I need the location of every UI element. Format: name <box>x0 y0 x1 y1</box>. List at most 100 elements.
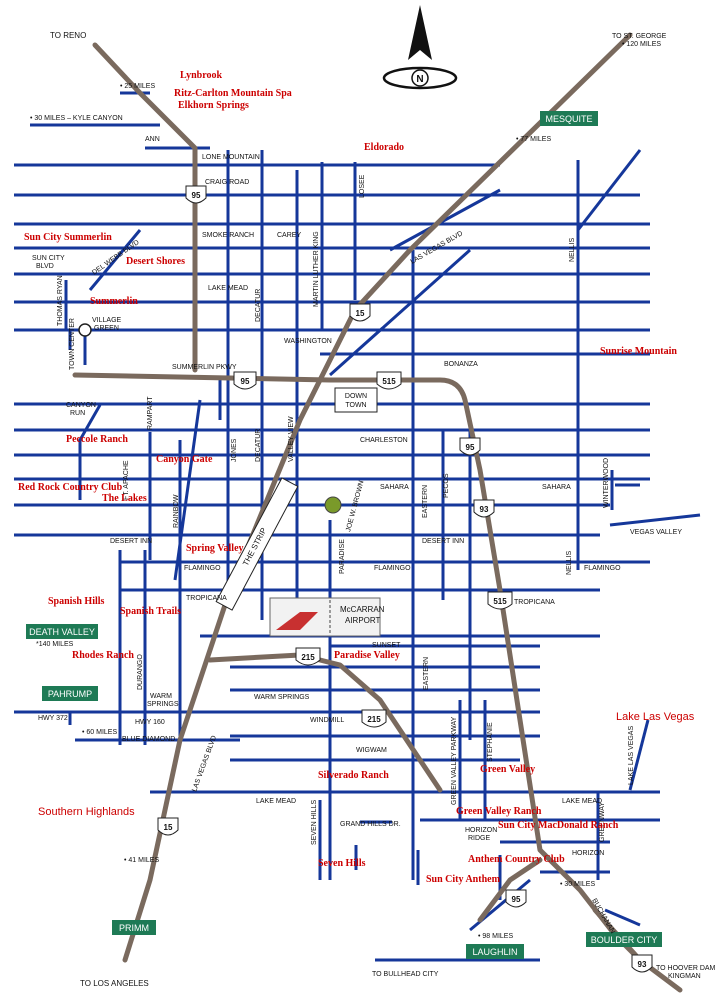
sign-pahrump: PAHRUMP <box>42 686 98 701</box>
label-wigwam: WIGWAM <box>356 747 387 754</box>
label-lv-blvd-s: LAS VEGAS BLVD <box>191 735 218 793</box>
hood-seven-hills: Seven Hills <box>318 858 366 869</box>
shield-15-north: 15 <box>349 303 371 322</box>
label-rainbow: RAINBOW <box>173 494 180 528</box>
hood-lake-las-vegas: Lake Las Vegas <box>616 711 695 723</box>
label-lake-mead-s: LAKE MEAD <box>256 798 296 805</box>
svg-text:15: 15 <box>356 309 365 318</box>
label-stephanie: STEPHANIE <box>487 722 494 762</box>
strip-box <box>215 477 299 611</box>
label-village-2: GREEN <box>94 325 119 332</box>
compass-center <box>411 69 429 87</box>
svg-text:BOULDER CITY: BOULDER CITY <box>591 935 658 945</box>
svg-text:MESQUITE: MESQUITE <box>545 114 592 124</box>
label-paradise: PARADISE <box>339 539 346 574</box>
label-ann: ANN <box>145 136 160 143</box>
shield-95-south: 95 <box>505 889 527 908</box>
label-losee: LOSEE <box>359 174 366 198</box>
svg-text:PAHRUMP: PAHRUMP <box>48 689 92 699</box>
label-bonanza: BONANZA <box>444 361 478 368</box>
mileage-60: • 60 MILES <box>82 729 117 736</box>
label-tropicana-e: TROPICANA <box>514 599 555 606</box>
street-canyon-run <box>78 404 102 500</box>
edge-reno: TO RENO <box>50 31 86 40</box>
hood-sunrise-mountain: Sunrise Mountain <box>600 346 677 357</box>
label-winterwood: WINTERWOOD <box>603 458 610 508</box>
svg-text:15: 15 <box>164 823 173 832</box>
label-warm-springs-1: WARM <box>150 693 172 700</box>
label-durango: DURANGO <box>137 654 144 690</box>
label-greenway: GREENWAY <box>599 802 606 842</box>
street-lv-blvd-n <box>329 248 471 377</box>
sign-primm: PRIMM <box>112 920 156 935</box>
label-canyon-2: RUN <box>70 410 85 417</box>
edge-st-george-1: TO ST. GEORGE <box>612 33 667 40</box>
shield-95-central: 95 <box>233 371 257 390</box>
hood-silverado: Silverado Ranch <box>318 770 389 781</box>
mileage-77: • 77 MILES <box>516 136 551 143</box>
hood-ritz: Ritz-Carlton Mountain Spa <box>174 88 292 99</box>
label-horizon-ridge-2: RIDGE <box>468 835 491 842</box>
highways <box>72 32 683 993</box>
label-lake-las-vegas-rd: LAKE LAS VEGAS <box>628 726 635 785</box>
label-pecos: PECOS <box>443 473 450 498</box>
destination-signs: MESQUITE DEATH VALLEY PAHRUMP PRIMM LAUG… <box>26 111 662 959</box>
village-green-marker <box>78 323 92 337</box>
label-sahara-e: SAHARA <box>542 484 571 491</box>
svg-text:PRIMM: PRIMM <box>119 923 149 933</box>
shield-515-north: 515 <box>376 371 402 390</box>
label-eastern-s: EASTERN <box>423 657 430 690</box>
street-rampart-diag <box>173 399 202 581</box>
label-grand-hills: GRAND HILLS DR. <box>340 821 401 828</box>
edge-hoover-1: TO HOOVER DAM <box>656 965 716 972</box>
label-valley-view: VALLEY VIEW <box>288 416 295 462</box>
label-sun-city-2: BLVD <box>36 263 54 270</box>
hood-lynbrook: Lynbrook <box>180 70 222 81</box>
label-flamingo-c: FLAMINGO <box>374 565 411 572</box>
highway-us95-515-93 <box>72 372 643 963</box>
airport: McCARRAN AIRPORT <box>269 597 385 637</box>
label-nellis-n: NELLIS <box>569 238 576 262</box>
label-sun-city-1: SUN CITY <box>32 255 65 262</box>
hood-paradise-valley: Paradise Valley <box>334 650 400 661</box>
mccarran-label: McCARRAN <box>340 605 385 614</box>
label-decatur: DECATUR <box>255 429 262 462</box>
label-desert-inn-w: DESERT INN <box>110 538 152 545</box>
svg-text:93: 93 <box>480 505 489 514</box>
highway-i15 <box>122 32 633 963</box>
label-warm-springs: WARM SPRINGS <box>254 694 310 701</box>
hood-rhodes-ranch: Rhodes Ranch <box>72 650 134 661</box>
label-horizon-ridge-1: HORIZON <box>465 827 497 834</box>
hood-eldorado: Eldorado <box>364 142 404 153</box>
highway-us95-laughlin <box>477 857 543 923</box>
hood-desert-shores: Desert Shores <box>126 256 185 267</box>
shield-515-south: 515 <box>487 591 513 610</box>
hood-anthem-cc: Anthem Country Club <box>468 854 565 865</box>
sign-laughlin: LAUGHLIN <box>466 944 524 959</box>
downtown-label-1: DOWN <box>345 393 367 400</box>
svg-text:215: 215 <box>367 715 381 724</box>
sign-death-valley: DEATH VALLEY <box>26 624 98 639</box>
mileage-140: *140 MILES <box>36 641 74 648</box>
hood-peccole: Peccole Ranch <box>66 434 128 445</box>
street-vegas-valley <box>609 513 701 527</box>
label-thomas-ryan: THOMAS RYAN <box>57 275 64 326</box>
mileage-30: • 30 MILES <box>560 881 595 888</box>
airplane-icon <box>276 612 318 630</box>
hood-red-rock: Red Rock Country Club <box>18 482 123 493</box>
label-lone-mountain: LONE MOUNTAIN <box>202 154 260 161</box>
street-lake-las-vegas <box>628 719 650 791</box>
hood-elkhorn: Elkhorn Springs <box>178 100 249 111</box>
label-mlk: MARTIN LUTHER KING <box>313 231 320 307</box>
label-buchanan: BUCHANAN <box>590 898 616 936</box>
label-flamingo-e: FLAMINGO <box>584 565 621 572</box>
street-hwy372-spur <box>15 710 72 725</box>
shield-95-east: 95 <box>459 437 481 456</box>
hood-the-lakes: The Lakes <box>102 493 147 504</box>
mileage-98: • 98 MILES <box>478 933 513 940</box>
shield-215-west: 215 <box>295 647 321 666</box>
label-eastern: EASTERN <box>422 485 429 518</box>
svg-text:515: 515 <box>493 597 507 606</box>
